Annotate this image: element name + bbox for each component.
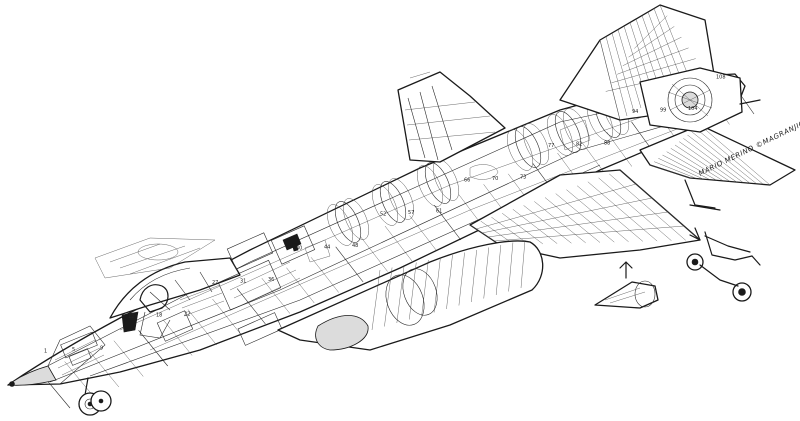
cockpit	[109, 257, 241, 342]
callout-number: 88	[604, 140, 610, 146]
horizontal-stabilizer	[639, 124, 796, 186]
callout-number: 1	[44, 348, 47, 354]
rear-skid	[684, 179, 721, 211]
callout-number: 99	[660, 108, 666, 114]
callout-number: 57	[408, 210, 414, 216]
callout-number: 66	[464, 177, 470, 183]
callout-number: 77	[548, 143, 554, 149]
callout-number: 5	[72, 347, 75, 353]
callout-number: 31	[240, 279, 246, 285]
equipment-bay	[217, 225, 316, 346]
callout-number: 44	[324, 244, 330, 250]
callout-number: 12	[128, 314, 134, 320]
callout-number: 70	[492, 176, 498, 182]
callout-number: 18	[156, 313, 162, 319]
callout-number: 94	[632, 109, 638, 115]
starboard-wing	[469, 169, 701, 259]
callout-number: 40	[296, 246, 302, 252]
callout-number: 52	[380, 212, 386, 218]
callout-number: 27	[212, 280, 218, 286]
callout-number: 61	[436, 209, 442, 215]
detached-landing-gear	[686, 227, 761, 302]
rocket-engine	[639, 67, 761, 133]
callout-number: 9	[100, 346, 103, 352]
callout-number: 73	[520, 175, 526, 181]
callout-number: 104	[688, 106, 698, 112]
callout-number: 108	[716, 75, 726, 81]
callout-number: 48	[352, 243, 358, 249]
nose-landing-gear	[78, 377, 112, 416]
nose-section	[6, 325, 106, 387]
callout-number: 82	[576, 142, 582, 148]
external-fuel-tank	[277, 239, 544, 351]
callout-numbers: 1 5 9 12 18 22 27 31 36 40 44 48 52 57 61 66 70 73 77 82 88 9…	[44, 75, 726, 355]
port-wing-ghost	[94, 237, 216, 279]
dorsal-fin	[397, 71, 506, 163]
callout-number: 36	[268, 277, 274, 283]
fuselage	[7, 73, 746, 386]
detached-nose-cone	[594, 261, 659, 309]
callout-number: 22	[184, 311, 190, 317]
